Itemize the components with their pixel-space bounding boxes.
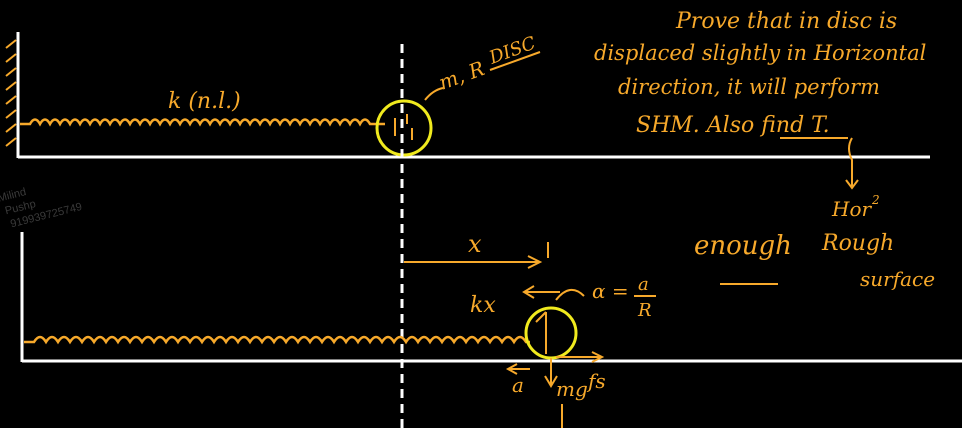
displacement-arrowhead <box>527 255 543 269</box>
spring-bottom <box>24 335 530 345</box>
disc-bottom <box>524 306 578 360</box>
disc-word: DISC <box>486 33 539 69</box>
mg-arrowhead <box>544 375 558 388</box>
problem-statement: Prove that in disc is displaced slightly… <box>594 9 926 138</box>
alpha-label: α = <box>592 279 629 303</box>
watermark: Milind Pushp 919939725749 <box>0 186 83 230</box>
disc-label: m, R <box>436 56 488 95</box>
rough-label: Rough <box>821 231 894 256</box>
friction-arrowhead <box>591 351 605 363</box>
mg-label: mg <box>556 377 588 401</box>
a-label: a <box>512 373 524 397</box>
problem-line-2: displaced slightly in Horizontal <box>594 41 926 65</box>
kx-label: kx <box>470 293 496 318</box>
hor-label: Hor <box>831 197 872 221</box>
x-label: x <box>468 230 482 258</box>
kx-arrow <box>522 285 560 299</box>
enough-label: enough <box>694 231 792 261</box>
spring-top <box>20 118 385 127</box>
alpha-numerator: a <box>638 274 649 295</box>
disc-top <box>375 99 433 157</box>
disc-label-pointer <box>424 87 444 101</box>
wall-hatching <box>5 39 17 147</box>
disc-bottom-marks <box>535 311 547 354</box>
disc-word-underline <box>489 51 541 71</box>
disc-top-marks <box>394 114 413 140</box>
alpha-denominator: R <box>637 300 652 321</box>
surface-label: surface <box>860 267 935 291</box>
problem-line-4: SHM. Also find T. <box>636 113 830 138</box>
problem-line-1: Prove that in disc is <box>675 9 897 34</box>
fs-label: fs <box>586 369 606 393</box>
hor-sup: 2 <box>871 193 880 207</box>
alpha-curl <box>555 289 585 301</box>
problem-line-3: direction, it will perform <box>618 75 880 99</box>
hor-arrow <box>845 137 859 190</box>
spring-label-top: k (n.l.) <box>168 89 241 114</box>
accel-arrowhead <box>505 363 518 375</box>
